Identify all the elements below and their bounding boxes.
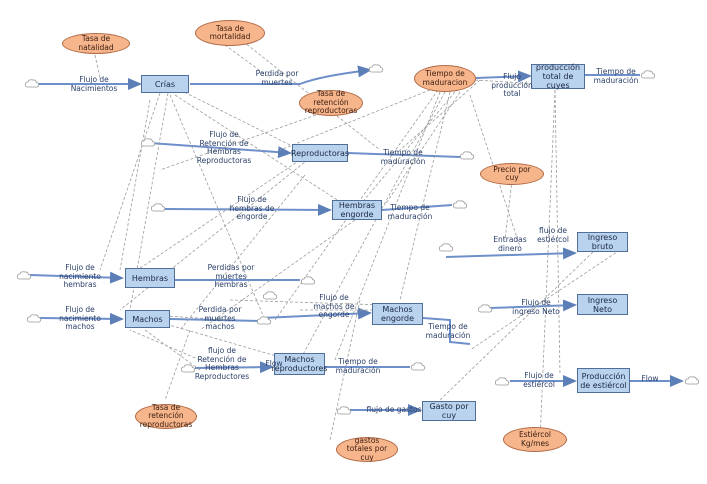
- stock-produccion-estiercol[interactable]: Producción de estiércol: [577, 368, 630, 393]
- flow-machos-engorde: [261, 307, 372, 320]
- aux-tasa-mortalidad[interactable]: Tasa de mortalidad: [195, 20, 265, 46]
- label-tiempo-maduracion-1: Tiempo de maduración: [380, 148, 426, 166]
- cloud-icon: [369, 64, 384, 73]
- cloud-icon: [141, 138, 156, 147]
- stock-gasto-por-cuy[interactable]: Gasto por cuy: [422, 401, 476, 421]
- label-flujo-machos-engorde: Flujo de machos de engorde: [313, 293, 355, 319]
- aux-label: Tasa de mortalidad: [209, 23, 251, 41]
- cloud-icon: [301, 276, 316, 285]
- stock-label: Hembras: [131, 273, 169, 283]
- label-flujo-nacimiento-machos: Flujo de nacimiento machos: [59, 305, 101, 331]
- label-flujo-retencion-hembras: Flujo de Retención de Hembras Reproducto…: [196, 130, 252, 165]
- cloud-icon: [25, 79, 40, 88]
- label-tiempo-maduracion-2: Tiempo de maduración: [593, 67, 639, 85]
- aux-tasa-natalidad[interactable]: Tasa de natalidad: [62, 33, 130, 54]
- cloud-icon: [411, 362, 426, 371]
- label-perdidas-muertes-hembras: Perdidas por muertes hembras: [207, 263, 255, 289]
- label-flujo-estiercol-1: flujo de estiércol: [537, 226, 569, 244]
- cloud-icon: [685, 376, 700, 385]
- cloud-icon: [151, 203, 166, 212]
- label-flow-1: Flow: [265, 359, 283, 368]
- label-flow-2: Flow: [641, 374, 659, 383]
- label-entradas-dinero: Entradas dinero: [493, 235, 527, 253]
- flow-ingreso-neto: [489, 299, 577, 312]
- aux-precio-por-cuy[interactable]: Precio por cuy: [480, 163, 544, 185]
- stock-label: Ingreso Neto: [587, 295, 618, 314]
- cloud-icon: [453, 200, 468, 209]
- aux-label: Tasa de retención reproductoras: [139, 402, 193, 429]
- flow-nac-machos: [39, 312, 124, 325]
- flow-perdida-muertes: [190, 65, 372, 85]
- stock-reproductoras[interactable]: Reproductoras: [290, 144, 350, 162]
- flow-hembras-engorde: [164, 203, 332, 216]
- flow-produccion-total: [475, 70, 532, 83]
- cloud-icon: [641, 70, 656, 79]
- stock-hembras[interactable]: Hembras: [125, 268, 175, 288]
- aux-tasa-retencion-reproductoras-2[interactable]: Tasa de retención reproductoras: [135, 402, 197, 429]
- label-flujo-estiercol-2: Flujo de estiércol: [523, 371, 555, 389]
- stock-machos-reproductores[interactable]: Machos reproductores: [271, 353, 328, 375]
- label-flujo-retencion-reproductores: flujo de Retención de Hembras Reproducto…: [194, 346, 250, 381]
- stock-produccion-total[interactable]: producción total de cuyes: [531, 63, 585, 90]
- stock-label: producción total de cuyes: [535, 63, 581, 90]
- stock-machos[interactable]: Machos: [125, 310, 170, 328]
- stock-label: Machos reproductores: [271, 355, 328, 373]
- flow-perdida-machos: [169, 318, 263, 322]
- label-flujo-produccion-total: Flujo producción total: [491, 72, 533, 98]
- cloud-icon: [495, 377, 510, 386]
- label-perdida-muertes-machos: Perdida por muertes machos: [198, 305, 242, 331]
- label-flujo-gastos: flujo de gastos: [366, 405, 422, 414]
- cloud-icon: [27, 314, 42, 323]
- cloud-icon: [181, 364, 196, 373]
- aux-tasa-retencion-reproductoras-1[interactable]: Tasa de retención reproductoras: [299, 90, 363, 116]
- cloud-icon: [478, 304, 493, 313]
- label-flujo-hembras-engorde: Flujo de hembras de engorde: [229, 195, 275, 221]
- stock-ingreso-neto[interactable]: Ingreso Neto: [577, 294, 628, 315]
- stock-machos-engorde[interactable]: Machos engorde: [372, 303, 423, 325]
- label-tiempo-maduracion-4: Tiempo de maduración: [425, 322, 471, 340]
- flow-retencion-hembras: [149, 142, 292, 159]
- cloud-icon: [257, 316, 272, 325]
- label-flujo-ingreso-neto: Flujo de ingreso Neto: [512, 298, 560, 316]
- stock-label: Producción de estiércol: [580, 371, 627, 390]
- aux-label: Estiércol Kg/mes: [519, 430, 551, 448]
- stock-label: Machos: [132, 314, 163, 324]
- aux-label: Precio por cuy: [493, 164, 531, 182]
- stock-label: Ingreso bruto: [587, 233, 618, 251]
- stock-label: Gasto por cuy: [429, 402, 469, 420]
- aux-label: Tasa de natalidad: [78, 34, 114, 52]
- label-perdida-muertes: Perdida por muertes: [255, 69, 299, 87]
- stock-hembras-engorde[interactable]: Hembras engorde: [332, 200, 382, 220]
- stock-label: Hembras engorde: [338, 201, 376, 219]
- cloud-icon: [263, 291, 278, 300]
- label-flujo-nacimiento-hembras: Flujo de nacimiento hembras: [59, 263, 101, 289]
- label-flujo-nacimientos: Flujo de Nacimientos: [70, 75, 118, 93]
- stock-crias[interactable]: Crías: [141, 75, 189, 93]
- flow-tiempo-maduracion-4: [422, 317, 471, 345]
- flow-entradas-dinero: [445, 247, 577, 260]
- cloud-icon: [439, 243, 454, 252]
- stock-label: Reproductoras: [290, 148, 350, 158]
- label-tiempo-maduracion-5: Tiempo de maduración: [335, 357, 381, 375]
- aux-label: Tiempo de maduracion: [422, 69, 468, 87]
- cloud-icon: [460, 151, 475, 160]
- cloud-icon: [337, 406, 352, 415]
- flow-retencion-reproductores: [194, 361, 274, 374]
- stock-ingreso-bruto[interactable]: Ingreso bruto: [577, 232, 628, 252]
- aux-tiempo-maduracion[interactable]: Tiempo de maduracion: [414, 65, 476, 92]
- aux-gastos-totales-por-cuy[interactable]: gastos totales por cuy: [336, 435, 398, 462]
- stock-label: Crías: [154, 79, 176, 89]
- cloud-icon: [17, 271, 32, 280]
- aux-label: Tasa de retención reproductoras: [304, 89, 358, 116]
- aux-label: gastos totales por cuy: [346, 435, 388, 462]
- flow-tiempo-maduracion-1: [347, 152, 461, 158]
- stock-label: Machos engorde: [380, 305, 415, 323]
- aux-estiercol-kg-mes[interactable]: Estiércol Kg/mes: [503, 427, 567, 452]
- flow-nac-hembras: [29, 271, 124, 284]
- label-tiempo-maduracion-3: Tiempo de maduración: [387, 203, 433, 221]
